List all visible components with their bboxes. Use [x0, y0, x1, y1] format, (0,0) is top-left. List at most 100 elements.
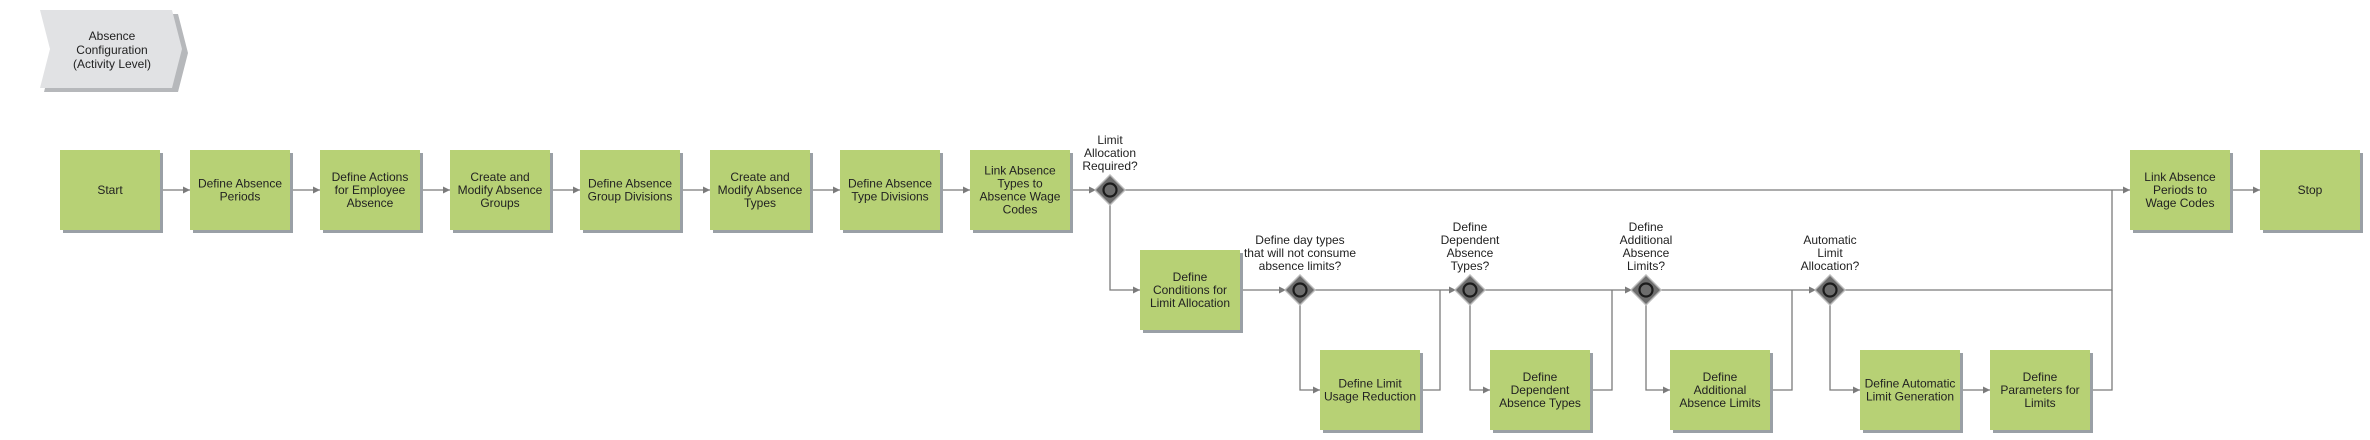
task-box: [2260, 150, 2360, 230]
task-label-line: Define Actions: [332, 170, 409, 184]
task-label-line: Types: [744, 196, 776, 210]
gateway-label-line: Allocation?: [1801, 259, 1860, 273]
task-label-line: Group Divisions: [588, 190, 673, 204]
task-label-line: Modify Absence: [718, 183, 803, 197]
task-label-line: for Employee: [335, 183, 406, 197]
gateway-label-line: Define: [1453, 220, 1488, 234]
task-stop[interactable]: Stop: [2260, 150, 2363, 233]
task-box: [970, 150, 1070, 230]
flow-arrow: [1645, 304, 1670, 394]
gateway-label-line: absence limits?: [1259, 259, 1342, 273]
task-label-line: Stop: [2298, 183, 2323, 197]
gateway-label-line: Required?: [1082, 159, 1138, 173]
gateway-label-line: Types?: [1451, 259, 1490, 273]
task-label-line: Limits: [2024, 396, 2055, 410]
flow-arrow: [1420, 290, 1441, 391]
flow-arrow: [1299, 304, 1320, 394]
task-label-line: Link Absence: [984, 164, 1056, 178]
gateway-label-line: Limit: [1817, 246, 1843, 260]
gateway-label-line: Limit: [1097, 133, 1123, 147]
flow-arrow: [1109, 204, 1140, 294]
gateway-label-line: Allocation: [1084, 146, 1136, 160]
gateway-ring: [1462, 282, 1478, 298]
task-label-line: Dependent: [1511, 383, 1570, 397]
task-label-line: Define Absence: [198, 177, 282, 191]
task-box: [190, 150, 290, 230]
task-label-line: Create and: [730, 170, 789, 184]
task-label-line: Wage Codes: [2146, 196, 2215, 210]
task-label-line: Conditions for: [1153, 283, 1227, 297]
gateway-ring: [1822, 282, 1838, 298]
task-label-line: Types to: [997, 177, 1043, 191]
task-box: [2130, 150, 2230, 230]
task-box: [1670, 350, 1770, 430]
flow-arrow: [1469, 304, 1490, 394]
task-box: [320, 150, 420, 230]
gateway-label-line: Dependent: [1441, 233, 1500, 247]
task-label-line: Limit Generation: [1866, 390, 1954, 404]
task-label-line: Codes: [1003, 203, 1038, 217]
task-label-line: Start: [97, 183, 123, 197]
task-label-line: Limit Allocation: [1150, 296, 1230, 310]
task-label-line: Usage Reduction: [1324, 390, 1416, 404]
task-box: [450, 150, 550, 230]
task-label-line: Periods: [220, 190, 261, 204]
flow-arrow: [1770, 290, 1793, 391]
flow-arrow: [1829, 304, 1860, 394]
gateway-diamond: [1816, 276, 1844, 304]
gateway-label-line: Additional: [1620, 233, 1673, 247]
chevron-title-line-1: Absence: [89, 29, 136, 43]
task-box: [60, 150, 160, 230]
task-label-line: Modify Absence: [458, 183, 543, 197]
task-label-line: Absence: [347, 196, 394, 210]
chevron-title-line-3: (Activity Level): [73, 57, 151, 71]
task-box: [1320, 350, 1420, 430]
task-box: [1140, 250, 1240, 330]
task-label-line: Absence Types: [1499, 396, 1581, 410]
task-label-line: Absence Limits: [1679, 396, 1760, 410]
task-label-line: Define: [2023, 370, 2058, 384]
gateway-label-line: Define day types: [1255, 233, 1344, 247]
gateway-ring: [1102, 182, 1118, 198]
task-label-line: Additional: [1694, 383, 1747, 397]
gateway-label-line: Limits?: [1627, 259, 1665, 273]
task-box: [710, 150, 810, 230]
flow-arrow: [2090, 290, 2113, 391]
task-label-line: Define: [1173, 270, 1208, 284]
task-label-line: Define: [1523, 370, 1558, 384]
task-label-line: Groups: [480, 196, 519, 210]
gateway-label-line: that will not consume: [1244, 246, 1356, 260]
flow-arrow: [1590, 290, 1613, 391]
task-box: [1990, 350, 2090, 430]
task-label-line: Parameters for: [2000, 383, 2079, 397]
task-label-line: Create and: [470, 170, 529, 184]
task-label-line: Link Absence: [2144, 170, 2216, 184]
gateway-diamond: [1286, 276, 1314, 304]
task-start[interactable]: Start: [60, 150, 163, 233]
chevron-title-line-2: Configuration: [76, 43, 147, 57]
flow-arrow: [1844, 190, 2113, 291]
gateway-label-line: Absence: [1623, 246, 1670, 260]
task-label-line: Define: [1703, 370, 1738, 384]
task-box: [580, 150, 680, 230]
gateway-ring: [1292, 282, 1308, 298]
